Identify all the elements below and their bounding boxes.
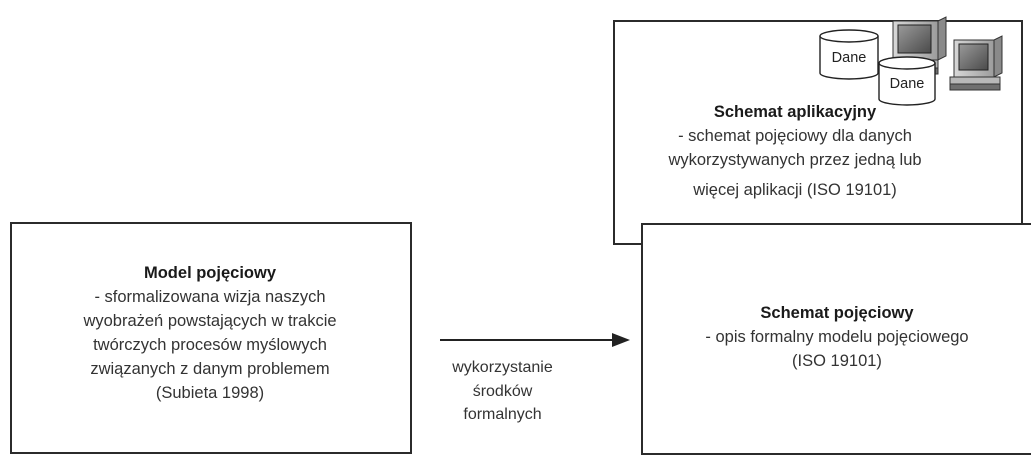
right-arrow — [440, 333, 630, 347]
conceptual-model-line: twórczych procesów myślowych — [93, 336, 327, 354]
arrow-label-line: wykorzystanie — [452, 359, 553, 376]
conceptual-schema-title: Schemat pojęciowy — [760, 304, 914, 322]
database-icon: Dane — [878, 56, 936, 106]
application-schema-line: wykorzystywanych przez jedną lub — [668, 151, 922, 169]
conceptual-schema-line: - opis formalny modelu pojęciowego — [705, 328, 969, 346]
conceptual-model-line: - sformalizowana wizja naszych — [94, 288, 326, 306]
conceptual-model-line: związanych z danym problemem — [90, 360, 330, 378]
conceptual-model-title: Model pojęciowy — [143, 264, 277, 282]
conceptual-model-box — [10, 222, 412, 454]
arrow-label-line: środków — [472, 382, 533, 400]
arrow-label: wykorzystanie środków formalnych — [430, 356, 575, 427]
conceptual-model-line: wyobrażeń powstających w trakcie — [83, 312, 337, 330]
conceptual-model-text: Model pojęciowy - sformalizowana wizja n… — [12, 261, 408, 405]
database-label: Dane — [832, 50, 867, 66]
application-schema-line: więcej aplikacji (ISO 19101) — [693, 181, 897, 199]
database-label: Dane — [890, 76, 925, 92]
application-schema-line: - schemat pojęciowy dla danych — [678, 127, 912, 145]
conceptual-schema-box — [641, 223, 1031, 455]
application-schema-title: Schemat aplikacyjny — [713, 103, 877, 121]
computer-icon — [949, 35, 1003, 91]
application-schema-text: Schemat aplikacyjny - schemat pojęciowy … — [625, 100, 965, 202]
conceptual-schema-text: Schemat pojęciowy - opis formalny modelu… — [643, 301, 1031, 373]
database-icon: Dane — [819, 29, 879, 80]
conceptual-schema-line: (ISO 19101) — [792, 352, 882, 370]
conceptual-model-line: (Subieta 1998) — [155, 384, 265, 402]
arrow-label-line: formalnych — [463, 406, 542, 423]
